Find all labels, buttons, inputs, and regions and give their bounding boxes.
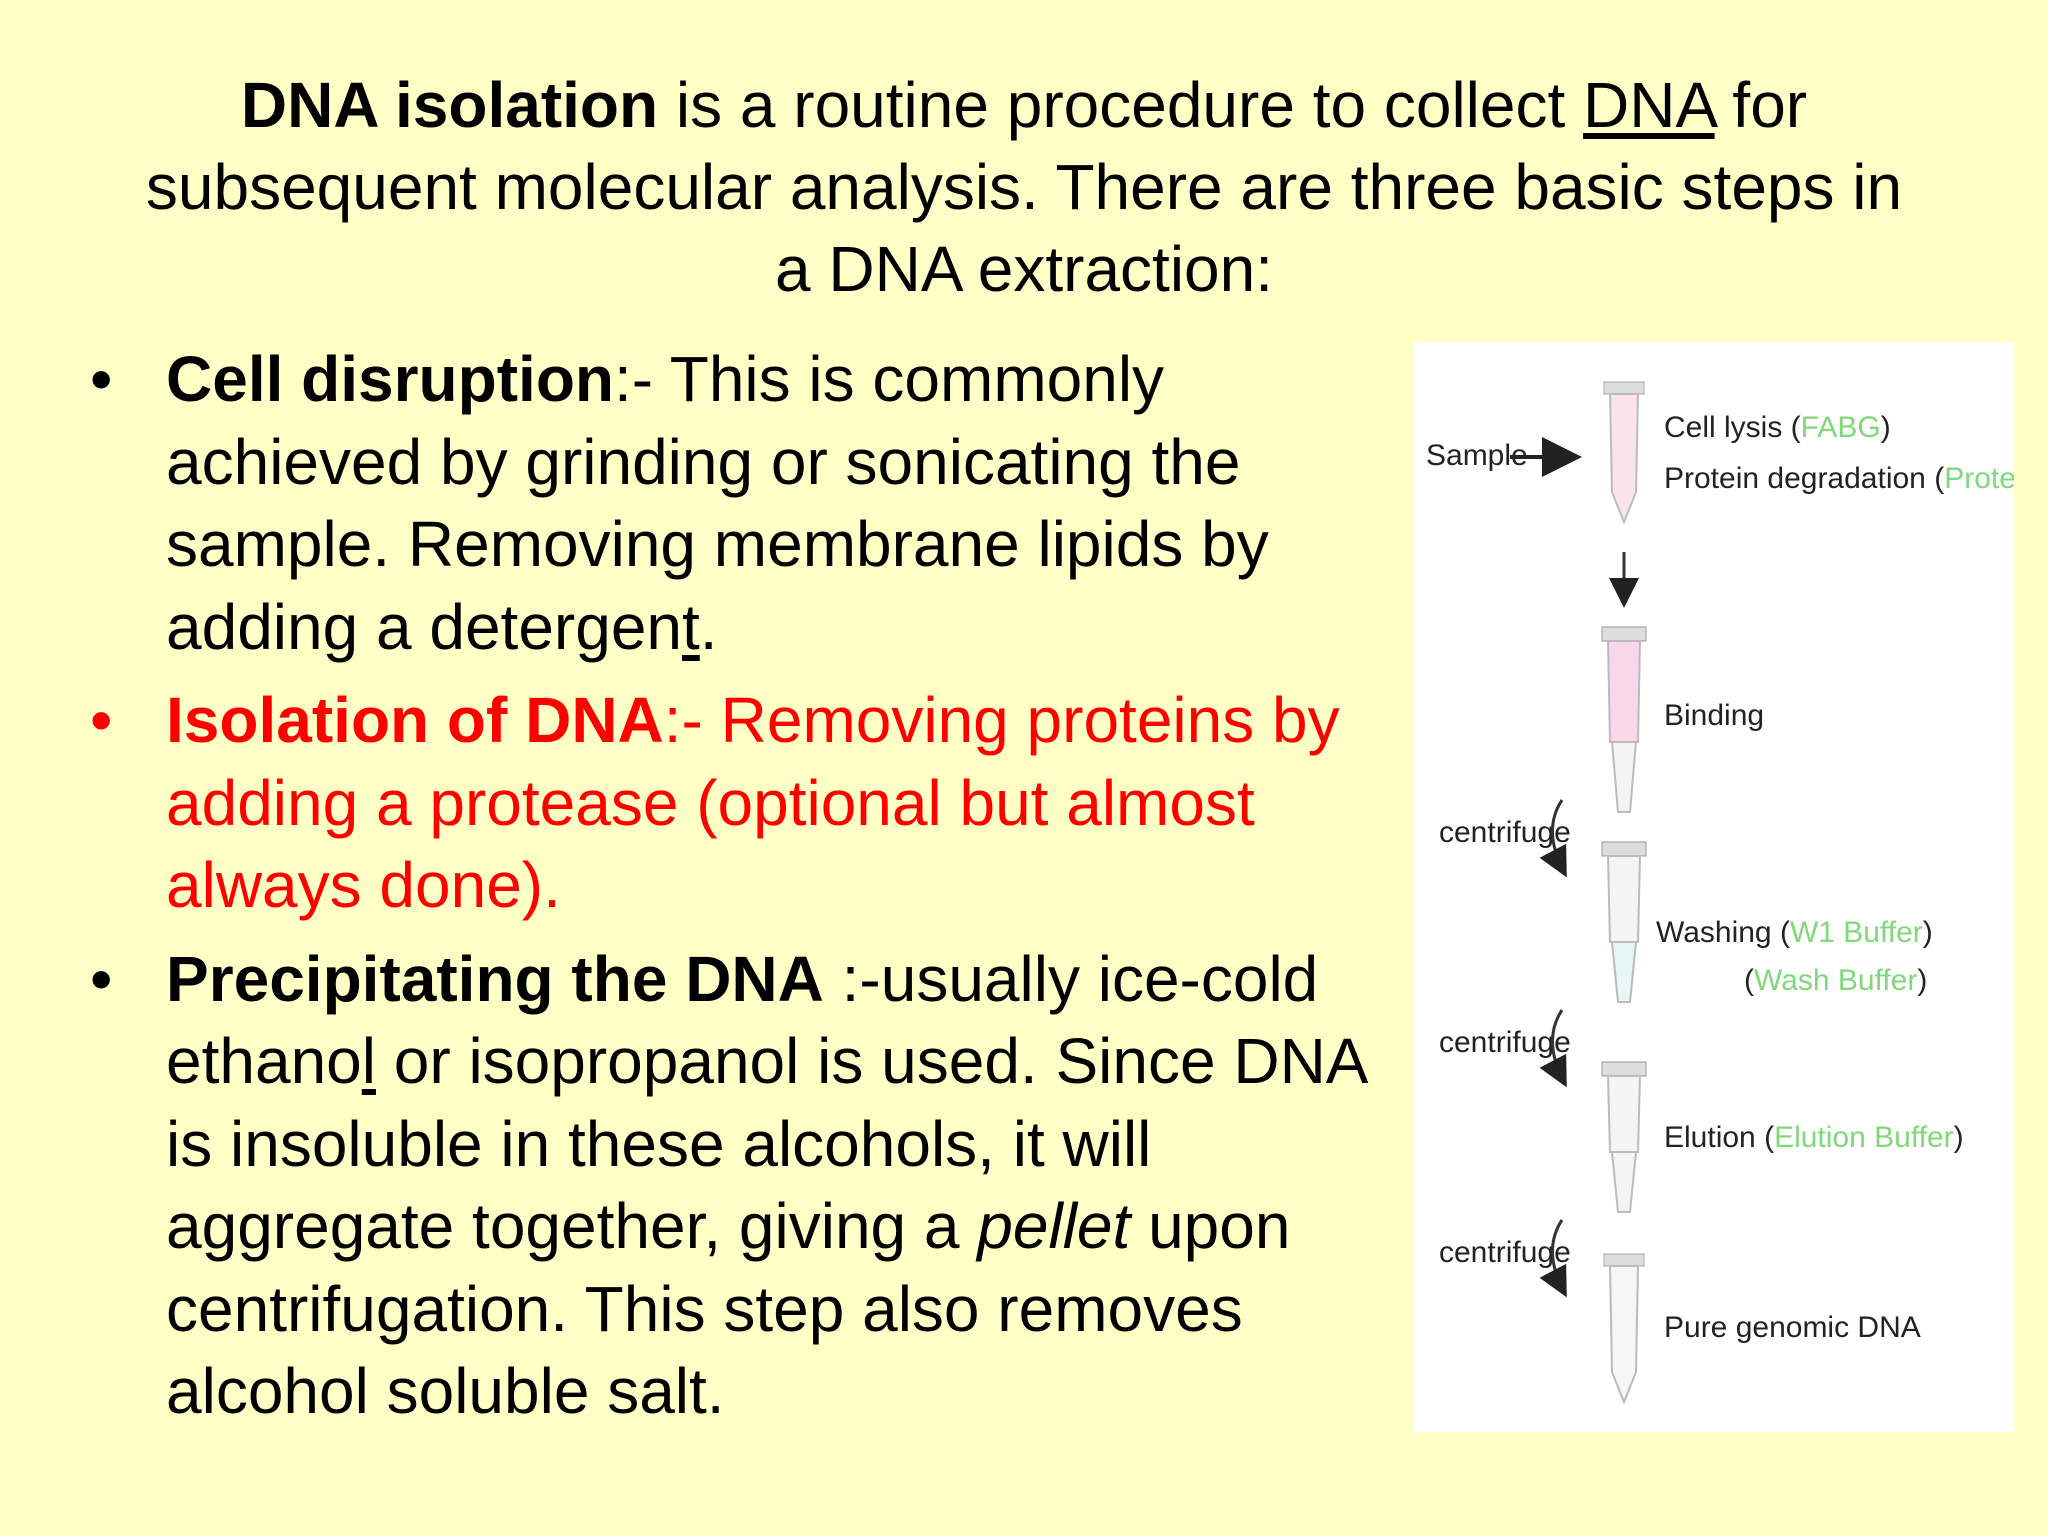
spin-column-binding-icon [1601,626,1647,813]
underlined-letter: l [361,1025,376,1097]
spin-column-elution-icon [1601,1061,1647,1213]
centrifuge-arrow-1 [1539,799,1567,878]
tube-lysis-icon [1603,381,1645,525]
intro-text-part2: for subsequent molecular analysis. There… [145,69,1903,305]
bullet-marker: • [90,684,113,756]
step-precipitating-dna: • Precipitating the DNA :-usually ice-col… [90,938,1420,1433]
step-text-mid: or isopropanol is used. Since DNA is ins… [166,1025,1365,1262]
intro-paragraph: DNA isolation is a routine procedure to … [120,64,1928,310]
centrifuge-arrow-3 [1539,1219,1567,1298]
cell-lysis-label: Cell lysis (FABG) [1664,411,1891,444]
centrifuge-label-2: centrifuge [1439,1026,1571,1059]
protein-degradation-label: Protein degradation (Proteinase K) [1664,462,2014,495]
tube-pure-dna-icon [1603,1253,1645,1405]
protein-degradation-text: Protein degradation ( [1664,462,1944,495]
step-text: :- Removing proteins by adding a proteas… [166,684,1340,921]
washing-label: Washing (W1 Buffer) [1656,916,1933,949]
intro-text-part1: is a routine procedure to collect [658,69,1584,141]
step-text: :-usually ice-cold ethano [166,942,1319,1098]
wash-buffer-label: (Wash Buffer) [1744,964,1927,997]
elution-text: Elution ( [1664,1121,1774,1154]
centrifuge-label-3: centrifuge [1439,1236,1571,1269]
step-text-end: upon centrifugation. This step also remo… [166,1190,1291,1427]
washing-reagent-1: W1 Buffer [1790,916,1923,949]
dna-extraction-diagram: Sample Cell lysis (FABG) Protein degrada… [1414,342,2014,1432]
step-title: Isolation of DNA [166,684,664,756]
step-text: :- This is commonly achieved by grinding… [166,343,1269,663]
washing-text: Washing ( [1656,916,1790,949]
italic-term: pellet [977,1190,1131,1262]
cell-lysis-reagent: FABG [1801,411,1881,444]
diagram-svg: Sample Cell lysis (FABG) Protein degrada… [1426,381,2014,1405]
bullet-marker: • [90,942,113,1015]
step-title: Precipitating the DNA [166,942,824,1015]
centrifuge-arrow-2 [1539,1009,1567,1088]
protein-degradation-reagent: Proteinase K [1944,462,2014,495]
steps-list: • Cell disruption:- This is commonly achi… [90,338,1420,1444]
washing-open-2: ( [1744,964,1754,997]
binding-label: Binding [1664,699,1764,732]
pure-dna-label: Pure genomic DNA [1664,1311,1921,1344]
washing-close-1: ) [1923,916,1933,949]
spin-column-washing-icon [1601,841,1647,1003]
step-cell-disruption: • Cell disruption:- This is commonly achi… [90,338,1420,668]
elution-reagent: Elution Buffer [1774,1121,1954,1154]
underlined-letter: t [682,590,700,663]
dna-link[interactable]: DNA [1583,69,1715,141]
step-title: Cell disruption [166,343,614,415]
washing-reagent-2: Wash Buffer [1754,964,1917,997]
bullet-marker: • [90,343,113,415]
elution-close: ) [1954,1121,1964,1154]
centrifuge-label-1: centrifuge [1439,816,1571,849]
cell-lysis-text: Cell lysis ( [1664,411,1801,444]
elution-label: Elution (Elution Buffer) [1664,1121,1964,1154]
step-text-end: . [699,590,718,663]
intro-bold-term: DNA isolation [240,69,659,141]
washing-close-2: ) [1917,964,1927,997]
step-isolation-of-dna: • Isolation of DNA:- Removing proteins by… [90,679,1420,927]
cell-lysis-close: ) [1881,411,1891,444]
